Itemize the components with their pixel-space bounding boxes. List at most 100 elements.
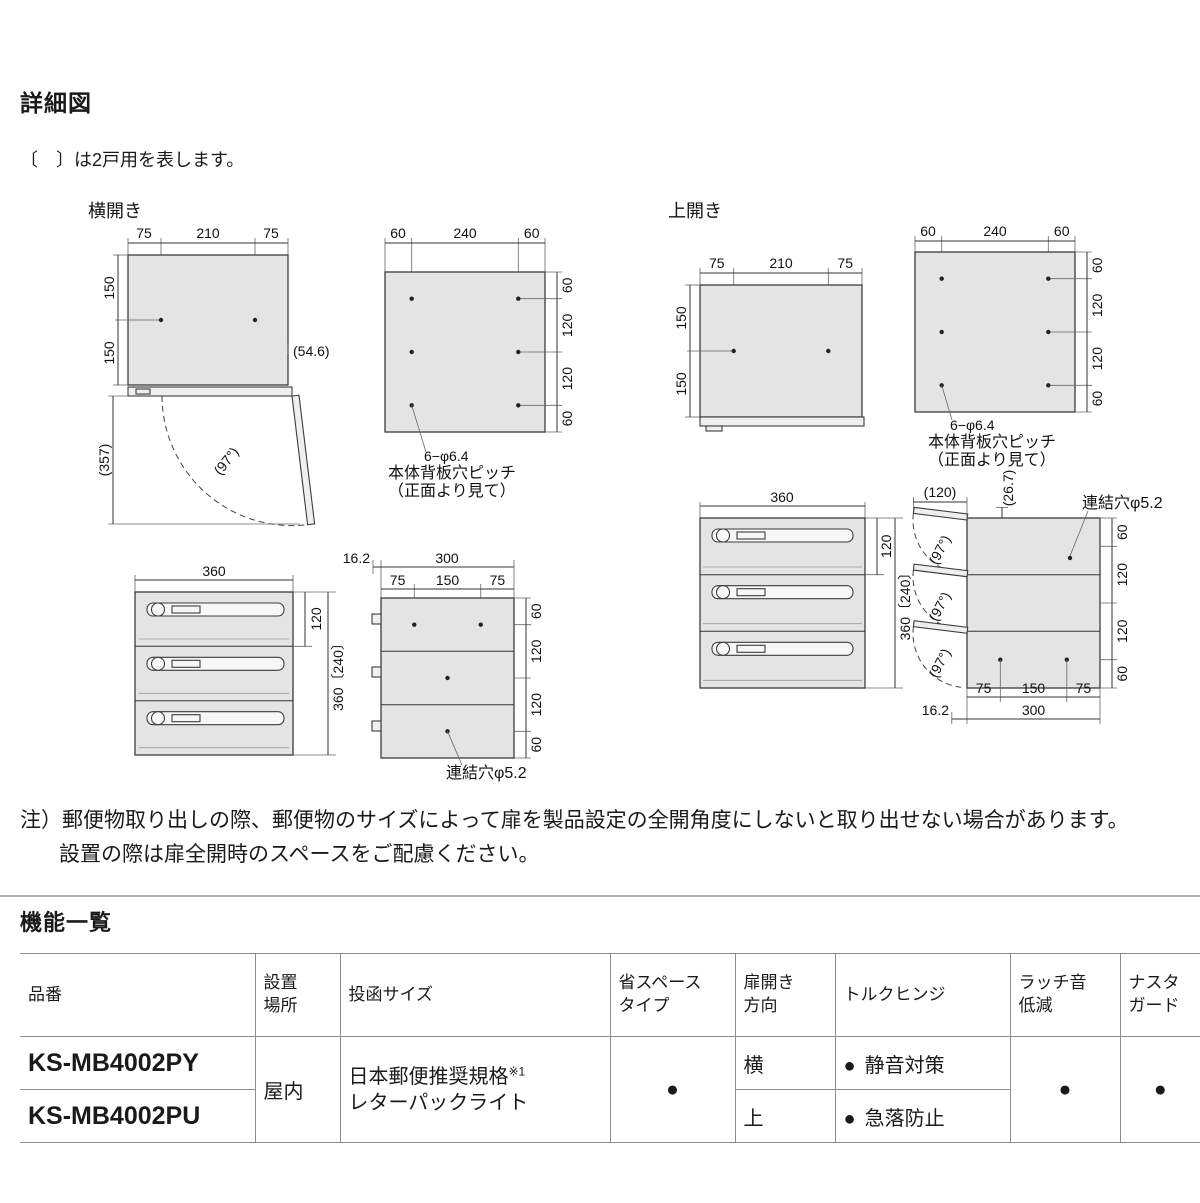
header-line: 省スペース	[618, 973, 702, 993]
col-header-torque-hinge: トルクヒンジ	[834, 953, 1011, 1037]
function-list-table: 品番 設置 場所 投函サイズ 省スペース タイプ 扉開き 方向 トルクヒンジ ラ…	[20, 953, 1200, 1143]
dim-label: 150	[673, 372, 689, 396]
header-line: タイプ	[618, 996, 670, 1015]
feature-label: 急落防止	[864, 1107, 945, 1130]
model-number: KS-MB4002PU	[20, 1089, 256, 1143]
nasta-guard-dot: ●	[1119, 1036, 1200, 1143]
legend-note: 〔 〕は2戸用を表します。	[20, 150, 245, 170]
table-row-model-py: KS-MB4002PY 屋内 日本郵便推奨規格※1 レターパックライト ● 横 …	[20, 1036, 1200, 1143]
dim-label: 120	[1114, 563, 1130, 587]
open-door	[912, 563, 969, 578]
mail-size-cell: 日本郵便推奨規格※1 レターパックライト	[339, 1036, 611, 1143]
usage-note-line1: 注）郵便物取り出しの際、郵便物のサイズによって扉を製品設定の全開角度にしないと取…	[20, 809, 1129, 832]
dim-label: (54.6)	[293, 343, 330, 359]
open-door	[291, 394, 316, 526]
dim-label: (26.7)	[1000, 470, 1016, 507]
dim-label: 60	[1054, 223, 1070, 239]
dim-label: 120	[528, 639, 544, 663]
dim-label: 150	[101, 341, 117, 365]
door-direction-cell: 横	[734, 1036, 836, 1090]
footnote-ref: ※1	[508, 1063, 526, 1078]
stack-box	[134, 591, 294, 756]
detail-drawings: 横開き 75 210 75 150 150 (97°) (357) (54.6)	[88, 201, 1163, 782]
section-divider	[0, 895, 1200, 897]
dim-label: 120	[308, 607, 324, 631]
dim-label: 240	[983, 223, 1007, 239]
caption: 本体背板穴ピッチ	[388, 464, 516, 482]
hole-spec-label: 6−φ6.4	[424, 448, 469, 464]
open-door	[912, 506, 969, 521]
torque-hinge-cell: ● 静音対策	[834, 1036, 1011, 1090]
col-header-nasta-guard: ナスタ ガード	[1119, 953, 1200, 1037]
dim-label: 60	[920, 223, 936, 239]
dim-label: 60	[528, 737, 544, 753]
header-line: ガード	[1128, 996, 1180, 1015]
dim-label: 60	[1114, 524, 1130, 540]
feature-label: 静音対策	[864, 1054, 945, 1077]
dim-label: 360〔240〕	[330, 636, 346, 711]
mail-size-line1: 日本郵便推奨規格※1	[348, 1063, 526, 1088]
dim-label: 60	[559, 277, 575, 293]
view-label-top-opening: 上開き	[668, 201, 722, 221]
open-door	[912, 620, 969, 634]
view-label-side-opening: 横開き	[88, 201, 142, 221]
ue-stack-front-view: 360 120 360〔240〕	[699, 489, 913, 689]
feature-dot: ●	[843, 1054, 856, 1077]
yoko-stack-front-view: 360 120 360〔240〕	[134, 563, 346, 756]
dim-label: 75	[490, 572, 506, 588]
yoko-back-panel-view: 60 240 60 60 120 120 60 6−φ6.4 本体背板穴ピッチ …	[384, 225, 575, 500]
mail-size-line2: レターパックライト	[348, 1091, 529, 1114]
usage-note-line2: 設置の際は扉全開時のスペースをご配慮ください。	[59, 843, 540, 866]
col-header-latch-noise: ラッチ音 低減	[1009, 953, 1121, 1037]
col-header-part-number: 品番	[20, 953, 256, 1037]
table-row-model-pu: KS-MB4002PU 上 ●急落防止	[20, 1089, 1200, 1143]
caption: 本体背板穴ピッチ	[928, 433, 1056, 451]
dim-label: 210	[196, 225, 220, 241]
side-box	[380, 597, 515, 759]
dim-label: (120)	[924, 484, 957, 500]
dim-label: 150	[101, 276, 117, 300]
dim-label: 240	[453, 225, 477, 241]
dim-label: 60	[559, 411, 575, 427]
door-swing-arc	[912, 513, 962, 575]
function-list-title: 機能一覧	[20, 910, 113, 935]
dim-label: 120	[1089, 294, 1105, 318]
dim-label: 60	[390, 225, 406, 241]
space-saving-dot: ●	[609, 1036, 736, 1143]
hole-spec-label: 6−φ6.4	[950, 417, 995, 433]
dim-label: 150	[673, 306, 689, 330]
header-line: ラッチ音	[1018, 973, 1087, 993]
dim-label: 75	[390, 572, 406, 588]
dim-label: 360	[770, 489, 794, 505]
page-title: 詳細図	[20, 90, 92, 116]
header-line: 場所	[263, 996, 298, 1015]
hole-spec-label: 連結穴φ5.2	[446, 764, 527, 782]
ue-front-view: 75 210 75 150 150	[673, 255, 865, 432]
door-swing-arc	[161, 395, 308, 527]
dim-label: 120	[559, 314, 575, 338]
cabinet-bottom-edge	[699, 416, 865, 427]
angle-label: (97°)	[925, 589, 953, 623]
door-direction-cell: 上	[734, 1089, 836, 1143]
col-header-mail-size: 投函サイズ	[339, 953, 611, 1037]
dim-label: 210	[769, 255, 793, 271]
front-box	[699, 284, 863, 418]
dim-label: 75	[1076, 680, 1092, 696]
col-header-location: 設置 場所	[254, 953, 341, 1037]
yoko-side-view: 16.2 300 75 150 75 60 120 120 60 連結穴φ5.2	[343, 550, 544, 782]
yoko-front-view: 75 210 75 150 150 (97°) (357) (54.6)	[96, 225, 330, 527]
col-header-door-direction: 扉開き 方向	[734, 953, 836, 1037]
angle-label: (97°)	[925, 532, 953, 566]
dim-label: 120	[878, 534, 894, 558]
model-number: KS-MB4002PY	[20, 1036, 256, 1090]
dim-label: 60	[1114, 666, 1130, 682]
torque-hinge-cell: ●急落防止	[834, 1089, 1010, 1143]
dim-label: 360	[202, 563, 226, 579]
dim-label: 150	[1022, 680, 1046, 696]
front-box	[127, 254, 289, 386]
dim-label: (357)	[96, 444, 112, 477]
dim-label: 150	[436, 572, 460, 588]
latch-noise-dot: ●	[1009, 1036, 1121, 1143]
ue-side-view: (97°) (97°) (97°) (120) (26.7) 連結穴φ5.2 6…	[912, 470, 1163, 724]
angle-label: (97°)	[925, 646, 953, 680]
